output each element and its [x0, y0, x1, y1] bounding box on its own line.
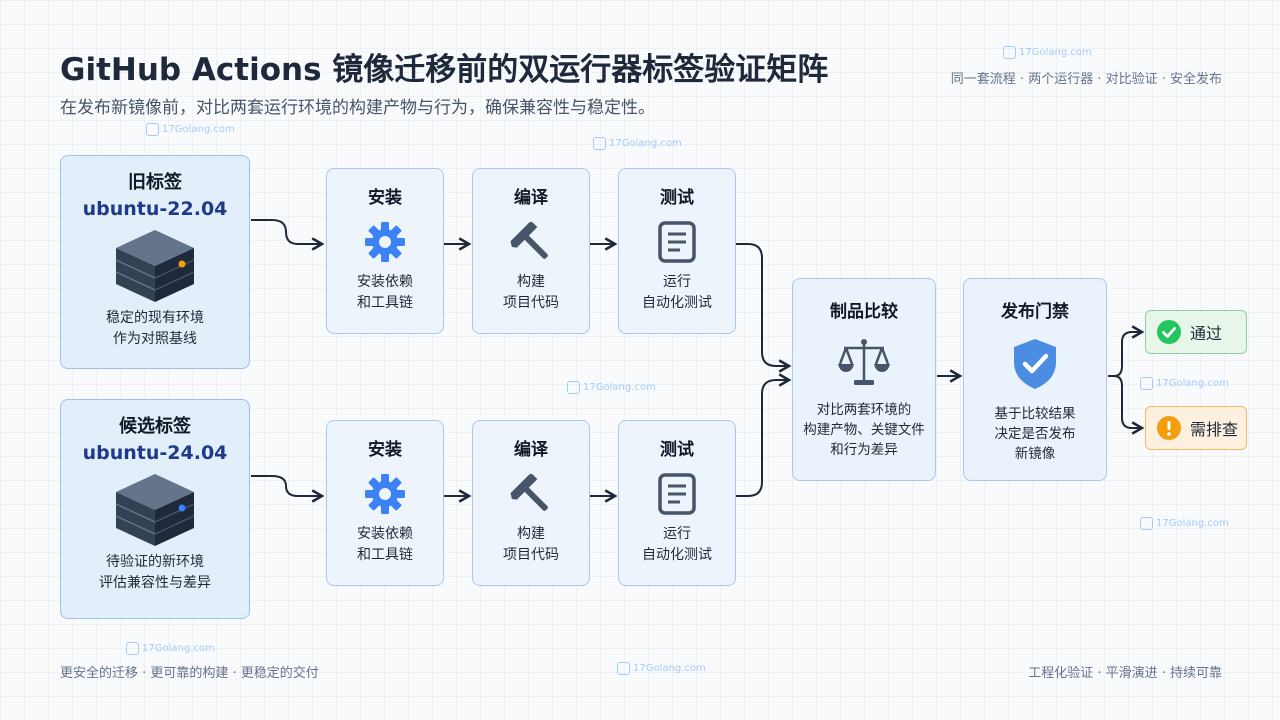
old-runner-card: 旧标签 ubuntu-22.04 稳定的现有环境 作为对照基线 — [60, 155, 250, 369]
watermark-logo-icon — [1140, 517, 1153, 530]
old-runner-title: 旧标签 — [128, 172, 182, 193]
candidate-runner-desc: 待验证的新环境 评估兼容性与差异 — [99, 554, 211, 591]
footer-left: 更安全的迁移 · 更可靠的构建 · 更稳定的交付 — [60, 666, 319, 681]
watermark: 17Golang.com — [617, 662, 706, 675]
old-test-step: 测试 运行自动化测试 — [618, 168, 736, 334]
step-title: 安装 — [368, 188, 402, 208]
watermark-logo-icon — [617, 662, 630, 675]
watermark-logo-icon — [567, 381, 580, 394]
check-circle-icon — [1157, 320, 1181, 344]
artifact-compare-card: 制品比较 对比两套环境的 构建产物、关键文件 和行为差异 — [792, 278, 936, 481]
gear-icon — [365, 474, 405, 514]
watermark-logo-icon — [1003, 46, 1016, 59]
header-tagline: 同一套流程 · 两个运行器 · 对比验证 · 安全发布 — [950, 72, 1222, 87]
server-status-light — [178, 504, 186, 512]
candidate-runner-tag: ubuntu-24.04 — [82, 442, 228, 464]
step-title: 安装 — [368, 440, 402, 460]
arrow-old-to-install — [251, 219, 325, 251]
gate-desc: 基于比较结果 决定是否发布 新镜像 — [994, 406, 1076, 462]
arrow-old-test-to-compare — [735, 243, 792, 373]
candidate-test-step: 测试 运行自动化测试 — [618, 420, 736, 586]
old-compile-step: 编译 构建项目代码 — [472, 168, 590, 334]
document-icon — [658, 473, 696, 515]
arrow-gate-to-warn — [1108, 375, 1145, 435]
watermark: 17Golang.com — [567, 381, 656, 394]
server-icon — [115, 230, 195, 302]
watermark-logo-icon — [1140, 377, 1153, 390]
step-desc: 构建项目代码 — [503, 274, 559, 311]
arrow-gate-to-pass — [1108, 325, 1145, 377]
arrow-new-test-to-compare — [735, 373, 792, 497]
watermark: 17Golang.com — [1140, 517, 1229, 530]
document-icon — [658, 221, 696, 263]
watermark-logo-icon — [126, 642, 139, 655]
step-desc: 运行自动化测试 — [642, 274, 712, 311]
server-icon — [115, 474, 195, 546]
candidate-runner-title: 候选标签 — [119, 416, 191, 437]
outcome-warn-label: 需排查 — [1190, 420, 1239, 439]
compare-title: 制品比较 — [830, 302, 898, 322]
arrow-new-to-install — [251, 475, 325, 503]
shield-check-icon — [1014, 339, 1056, 389]
old-runner-tag: ubuntu-22.04 — [82, 198, 228, 220]
watermark: 17Golang.com — [126, 642, 215, 655]
page-title: GitHub Actions 镜像迁移前的双运行器标签验证矩阵 — [60, 52, 829, 88]
gear-icon — [365, 222, 405, 262]
step-title: 编译 — [514, 188, 548, 208]
gate-title: 发布门禁 — [1001, 302, 1069, 322]
hammer-icon — [510, 221, 548, 259]
step-title: 测试 — [660, 188, 694, 208]
page-subtitle: 在发布新镜像前，对比两套运行环境的构建产物与行为，确保兼容性与稳定性。 — [60, 98, 655, 118]
watermark-logo-icon — [593, 137, 606, 150]
outcome-warn: 需排查 — [1145, 406, 1247, 450]
compare-desc: 对比两套环境的 构建产物、关键文件 和行为差异 — [803, 402, 925, 458]
step-title: 编译 — [514, 440, 548, 460]
scales-icon — [838, 339, 890, 385]
exclamation-circle-icon — [1157, 416, 1181, 440]
footer-right: 工程化验证 · 平滑演进 · 持续可靠 — [1028, 666, 1222, 681]
watermark: 17Golang.com — [593, 137, 682, 150]
outcome-pass-label: 通过 — [1190, 324, 1223, 343]
hammer-icon — [510, 473, 548, 511]
outcome-pass: 通过 — [1145, 310, 1247, 354]
step-title: 测试 — [660, 440, 694, 460]
watermark-logo-icon — [146, 123, 159, 136]
candidate-install-step: 安装 安装依赖和工具链 — [326, 420, 444, 586]
step-desc: 构建项目代码 — [503, 526, 559, 563]
step-desc: 安装依赖和工具链 — [357, 274, 413, 311]
watermark: 17Golang.com — [146, 123, 235, 136]
server-status-light — [178, 260, 186, 268]
old-runner-desc: 稳定的现有环境 作为对照基线 — [106, 310, 204, 347]
step-desc: 安装依赖和工具链 — [357, 526, 413, 563]
candidate-runner-card: 候选标签 ubuntu-24.04 待验证的新环境 评估兼容性与差异 — [60, 399, 250, 619]
watermark: 17Golang.com — [1003, 46, 1092, 59]
release-gate-card: 发布门禁 基于比较结果 决定是否发布 新镜像 — [963, 278, 1107, 481]
watermark: 17Golang.com — [1140, 377, 1229, 390]
old-install-step: 安装 安装依赖和工具链 — [326, 168, 444, 334]
candidate-compile-step: 编译 构建项目代码 — [472, 420, 590, 586]
step-desc: 运行自动化测试 — [642, 526, 712, 563]
